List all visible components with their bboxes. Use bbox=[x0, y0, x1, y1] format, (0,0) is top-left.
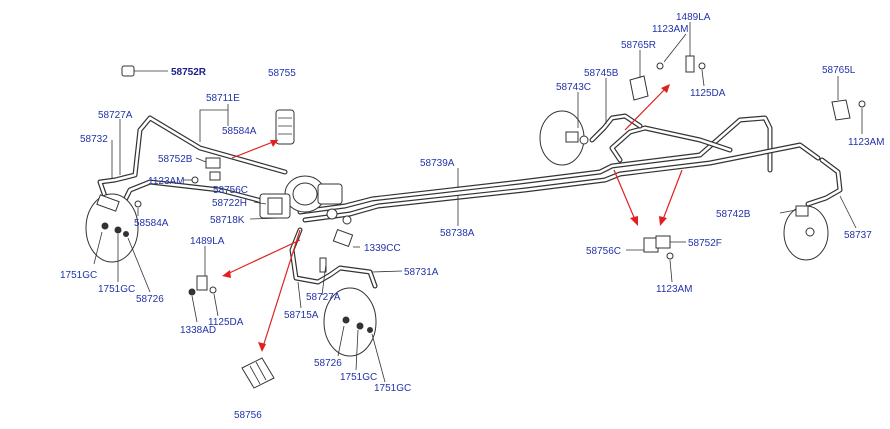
label-58726-mid[interactable]: 58726 bbox=[314, 358, 342, 369]
label-1123AM-top[interactable]: 1123AM bbox=[652, 24, 689, 35]
label-58742B[interactable]: 58742B bbox=[716, 209, 751, 220]
main-brake-lines bbox=[97, 113, 843, 325]
callout-arrows bbox=[222, 84, 683, 352]
label-58722H[interactable]: 58722H bbox=[212, 198, 247, 209]
label-1338AD[interactable]: 1338AD bbox=[180, 325, 216, 336]
rear-right-brake bbox=[783, 205, 829, 261]
label-58752F[interactable]: 58752F bbox=[688, 238, 722, 249]
label-58732[interactable]: 58732 bbox=[80, 134, 108, 145]
arrow-to-58756 bbox=[261, 229, 301, 351]
label-58739A[interactable]: 58739A bbox=[420, 158, 455, 169]
part-labels: 58752R 58755 58711E 58584A 58727A 58732 … bbox=[60, 12, 885, 421]
clip-58756C-left-icon bbox=[209, 171, 221, 181]
bracket-1489LA-top-icon bbox=[685, 55, 706, 73]
clips-rear-right-icon bbox=[643, 235, 674, 260]
label-58755[interactable]: 58755 bbox=[268, 68, 296, 79]
label-1339CC[interactable]: 1339CC bbox=[364, 243, 401, 254]
bracket-58765L-icon bbox=[831, 99, 866, 121]
label-1751GC-a[interactable]: 1751GC bbox=[60, 270, 97, 281]
label-58756C-right[interactable]: 58756C bbox=[586, 246, 621, 257]
label-58711E[interactable]: 58711E bbox=[206, 93, 240, 104]
label-58756C-left[interactable]: 58756C bbox=[213, 185, 248, 196]
label-58726-left[interactable]: 58726 bbox=[136, 294, 164, 305]
bracket-58765R-icon bbox=[629, 62, 664, 101]
label-58731A[interactable]: 58731A bbox=[404, 267, 439, 278]
rear-left-brake bbox=[539, 110, 589, 166]
front-right-brake bbox=[319, 257, 377, 357]
label-1123AM-right[interactable]: 1123AM bbox=[848, 137, 885, 148]
label-58718K[interactable]: 58718K bbox=[210, 215, 245, 226]
label-58745B[interactable]: 58745B bbox=[584, 68, 619, 79]
bracket-1489LA-left-icon bbox=[188, 275, 217, 296]
label-1125DA-left[interactable]: 1125DA bbox=[208, 317, 244, 328]
label-1489LA-top[interactable]: 1489LA bbox=[676, 12, 711, 23]
front-left-brake bbox=[85, 193, 142, 263]
arrow-to-1489LA bbox=[224, 239, 301, 276]
small-parts bbox=[121, 55, 866, 389]
grommet-58755-icon bbox=[275, 109, 295, 145]
bolt-1123AM-left-icon bbox=[191, 176, 199, 184]
leader-lines bbox=[93, 22, 863, 383]
label-58743C[interactable]: 58743C bbox=[556, 82, 591, 93]
arrow-to-58756C-right bbox=[613, 169, 637, 223]
label-1751GC-b[interactable]: 1751GC bbox=[98, 284, 135, 295]
label-58737[interactable]: 58737 bbox=[844, 230, 872, 241]
arrow-to-58755 bbox=[231, 139, 279, 159]
label-1123AM-left[interactable]: 1123AM bbox=[148, 176, 185, 187]
label-58738A[interactable]: 58738A bbox=[440, 228, 475, 239]
label-1751GC-c[interactable]: 1751GC bbox=[340, 372, 377, 383]
label-58765R[interactable]: 58765R bbox=[621, 40, 656, 51]
label-1123AM-bottom[interactable]: 1123AM bbox=[656, 284, 693, 295]
arrow-to-58765R bbox=[624, 85, 669, 131]
label-58727A-mid[interactable]: 58727A bbox=[306, 292, 341, 303]
clip-58752B-icon bbox=[205, 157, 221, 169]
arrow-to-58752F bbox=[661, 169, 683, 223]
label-58715A[interactable]: 58715A bbox=[284, 310, 319, 321]
label-58756[interactable]: 58756 bbox=[234, 410, 262, 421]
clip-1339CC-icon bbox=[332, 228, 354, 248]
label-1751GC-d[interactable]: 1751GC bbox=[374, 383, 411, 394]
label-58584A-left[interactable]: 58584A bbox=[134, 218, 169, 229]
label-58727A-left[interactable]: 58727A bbox=[98, 110, 133, 121]
label-58752R[interactable]: 58752R bbox=[171, 67, 207, 78]
label-1489LA-left[interactable]: 1489LA bbox=[190, 236, 225, 247]
label-58765L[interactable]: 58765L bbox=[822, 65, 856, 76]
grommet-58756-icon bbox=[241, 357, 275, 389]
label-58752B[interactable]: 58752B bbox=[158, 154, 193, 165]
clip-58752R-icon bbox=[121, 65, 135, 77]
label-58584A-top[interactable]: 58584A bbox=[222, 126, 257, 137]
label-1125DA-top[interactable]: 1125DA bbox=[690, 88, 726, 99]
master-cylinder bbox=[259, 175, 352, 225]
